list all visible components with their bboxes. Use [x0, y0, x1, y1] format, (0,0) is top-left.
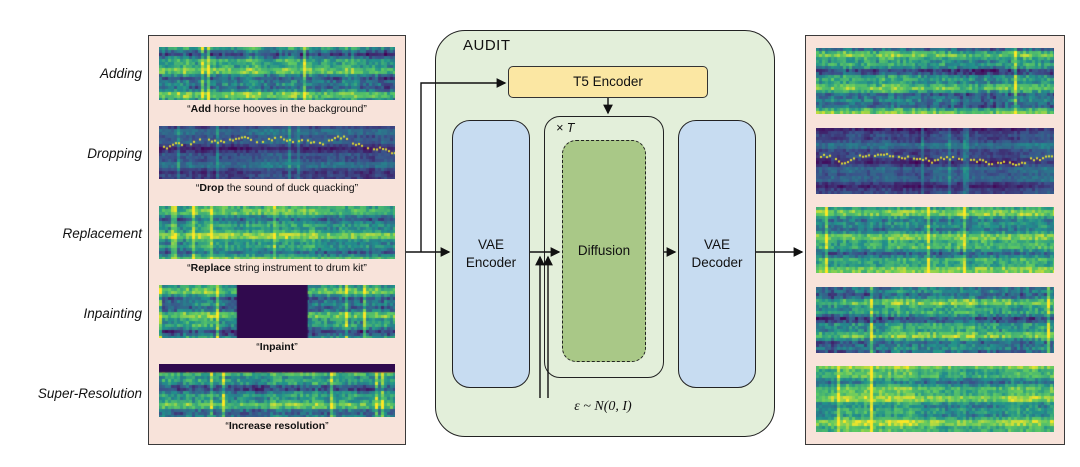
edit-keyword: Replace [190, 261, 231, 274]
output-spectrogram-panel [805, 35, 1065, 445]
audit-title: AUDIT [463, 37, 511, 54]
input-spectrogram-adding [159, 47, 395, 100]
edit-keyword: Drop [199, 182, 224, 195]
quote-close: ” [363, 103, 367, 115]
task-label-dropping: Dropping [87, 146, 142, 161]
task-row-super-resolution: “Increase resolution” [159, 364, 395, 433]
caption-text: horse hooves in the background [211, 103, 364, 115]
quote-close: ” [294, 340, 298, 353]
edit-instruction-super-resolution: “Increase resolution” [225, 419, 328, 433]
task-row-replacement: “Replace string instrument to drum kit” [159, 205, 395, 275]
edit-instruction-inpainting: “Inpaint” [256, 340, 297, 354]
edit-keyword: Inpaint [259, 340, 295, 353]
quote-open: “ [195, 182, 200, 195]
output-spectrogram-dropping [816, 127, 1054, 194]
caption-text: string instrument to drum kit [230, 261, 364, 274]
output-spectrogram-adding [816, 48, 1054, 114]
diffusion-block: Diffusion [562, 140, 646, 362]
input-spectrogram-inpainting [159, 284, 395, 338]
output-spectrogram-super-resolution [816, 366, 1054, 432]
vae-decoder-block: VAE Decoder [678, 120, 756, 388]
edit-instruction-adding: “Add horse hooves in the background” [187, 102, 367, 116]
quote-close: ” [363, 261, 367, 274]
t5-encoder-block: T5 Encoder [508, 66, 708, 98]
edit-instruction-dropping: “Drop the sound of duck quacking” [196, 181, 358, 195]
vae-encoder-block: VAE Encoder [452, 120, 530, 388]
task-row-inpainting: “Inpaint” [159, 284, 395, 354]
edit-instruction-replacement: “Replace string instrument to drum kit” [187, 261, 367, 275]
task-row-dropping: “Drop the sound of duck quacking” [159, 126, 395, 195]
input-spectrogram-panel: “Add horse hooves in the background” “Dr… [148, 35, 406, 445]
caption-text: the sound of duck quacking [223, 182, 355, 195]
quote-open: “ [187, 261, 191, 274]
gaussian-noise-label: ε ~ N(0, I) [574, 399, 632, 414]
task-label-super-resolution: Super-Resolution [37, 386, 142, 401]
edit-keyword: Increase resolution [228, 420, 326, 432]
quote-close: ” [354, 182, 359, 195]
quote-open: “ [225, 420, 229, 432]
edit-keyword: Add [190, 103, 212, 115]
task-label-replacement: Replacement [62, 226, 142, 241]
input-spectrogram-replacement [159, 205, 395, 259]
quote-open: “ [256, 340, 260, 353]
quote-open: “ [187, 103, 191, 115]
timestep-label: × T [556, 121, 575, 135]
task-row-adding: “Add horse hooves in the background” [159, 47, 395, 116]
output-spectrogram-replacement [816, 207, 1054, 273]
task-label-inpainting: Inpainting [83, 306, 142, 321]
quote-close: ” [325, 420, 329, 432]
input-spectrogram-dropping [159, 126, 395, 180]
task-label-adding: Adding [99, 66, 142, 81]
output-spectrogram-inpainting [816, 286, 1054, 353]
input-spectrogram-super-resolution [159, 364, 395, 417]
